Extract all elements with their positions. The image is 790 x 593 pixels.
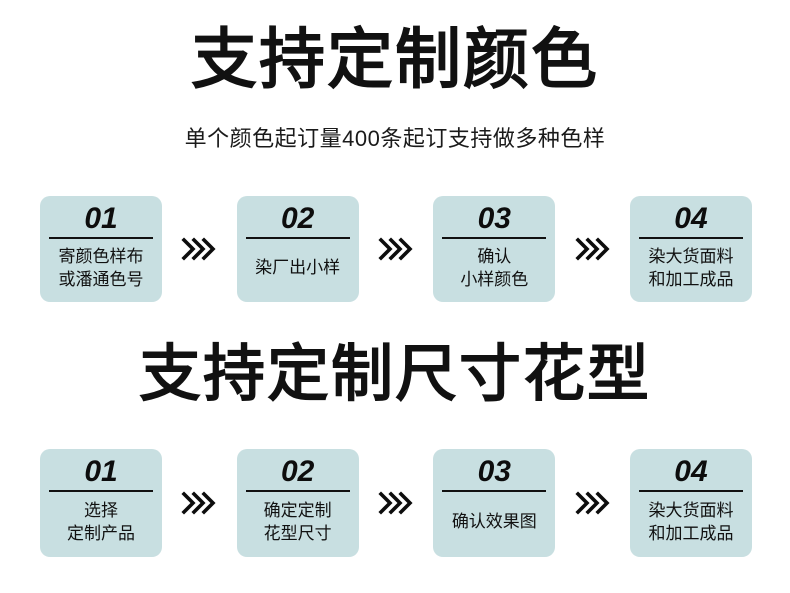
- triple-chevron-right-icon: [571, 490, 615, 516]
- step-divider: [245, 489, 350, 492]
- section-subtitle-color: 单个颜色起订量400条起订支持做多种色样: [184, 126, 606, 151]
- section-title-size-pattern: 支持定制尺寸花型: [138, 340, 651, 409]
- step-card-3[interactable]: 03 确认 小样颜色: [433, 196, 556, 302]
- step-number: 04: [674, 202, 708, 235]
- step-card-2[interactable]: 02 确定定制 花型尺寸: [236, 449, 359, 557]
- triple-chevron-right-icon: [177, 490, 221, 516]
- triple-chevron-right-icon: [374, 490, 418, 516]
- step-number: 02: [280, 202, 315, 235]
- step-card-1[interactable]: 01 选择 定制产品: [40, 449, 162, 557]
- step-number: 04: [674, 455, 708, 488]
- step-card-1[interactable]: 01 寄颜色样布 或潘通色号: [40, 196, 162, 302]
- step-label: 确认效果图: [451, 512, 537, 532]
- triple-chevron-right-icon: [571, 236, 615, 262]
- step-number: 03: [477, 202, 511, 235]
- step-flow-color: 01 寄颜色样布 或潘通色号 02 染厂出小样: [40, 196, 752, 302]
- step-card-4[interactable]: 04 染大货面料 和加工成品: [629, 196, 752, 302]
- step-label: 染厂出小样: [255, 258, 341, 278]
- step-label: 染大货面料 和加工成品: [648, 247, 734, 289]
- section-title-color: 支持定制颜色: [191, 22, 599, 96]
- step-divider: [638, 236, 743, 239]
- step-card-3[interactable]: 03 确认效果图: [433, 449, 556, 557]
- step-number: 01: [84, 455, 118, 488]
- step-divider: [245, 236, 350, 239]
- step-label: 寄颜色样布 或潘通色号: [58, 247, 144, 289]
- triple-chevron-right-icon: [374, 236, 418, 262]
- step-flow-size-pattern: 01 选择 定制产品 02 确定定制 花型尺寸: [40, 449, 752, 557]
- triple-chevron-right-icon: [177, 236, 221, 262]
- step-divider: [442, 489, 547, 492]
- step-card-2[interactable]: 02 染厂出小样: [236, 196, 359, 302]
- step-label: 确定定制 花型尺寸: [263, 501, 332, 543]
- step-number: 03: [477, 455, 511, 488]
- step-divider: [49, 236, 153, 239]
- step-label: 选择 定制产品: [67, 501, 135, 543]
- step-label: 染大货面料 和加工成品: [648, 501, 734, 543]
- step-label: 确认 小样颜色: [460, 247, 529, 289]
- step-card-4[interactable]: 04 染大货面料 和加工成品: [629, 449, 752, 557]
- step-number: 02: [280, 455, 315, 488]
- step-number: 01: [84, 202, 118, 235]
- step-divider: [442, 236, 547, 239]
- step-divider: [49, 489, 153, 492]
- step-divider: [638, 489, 743, 492]
